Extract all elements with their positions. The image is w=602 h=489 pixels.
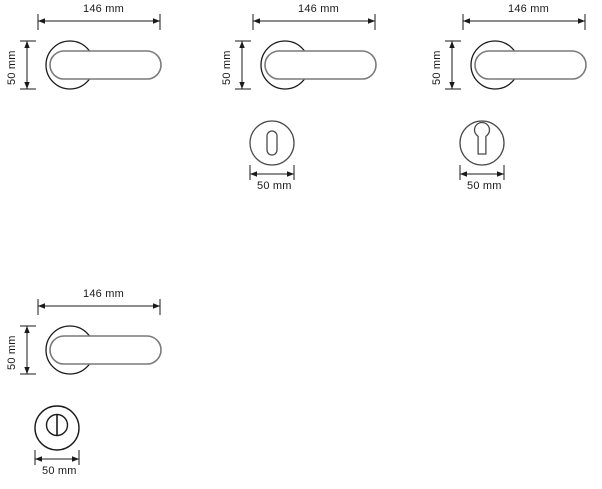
dim-arrow-left-3 [463,18,470,24]
dim-arrow-top-1 [24,41,30,48]
dimension-label-height-2: 50 mm [221,50,233,85]
dimension-label-height-4: 50 mm [6,335,18,370]
handle-group-1: 146 mm 50 mm [0,0,200,110]
dim-arrow-right-4 [153,303,160,309]
dimension-label-height-3: 50 mm [431,50,443,85]
dim-arrow-top-2 [239,41,245,48]
handle-group-4: 146 mm 50 mm 50 mm [0,285,200,489]
dimension-label-escutcheon-3: 50 mm [467,180,502,192]
dim-arrow-right-1 [153,18,160,24]
handle-drawing-1 [20,14,162,90]
lever-shape-3 [474,50,587,80]
dim-arrow-bottom-4 [24,367,30,374]
dim-arrow-right-3 [578,18,585,24]
dimension-label-escutcheon-4: 50 mm [42,465,77,477]
dim-arrow-esc-left-2 [250,171,257,177]
dim-arrow-top-4 [24,326,30,333]
dim-arrow-esc-right-2 [287,171,294,177]
dimension-label-length-4: 146 mm [83,288,124,300]
dimension-label-escutcheon-2: 50 mm [257,180,292,192]
dimension-label-length-1: 146 mm [83,3,124,15]
dim-arrow-left-2 [253,18,260,24]
handle-drawing-2 [235,14,377,180]
handle-drawing-3 [445,14,587,180]
dim-arrow-right-2 [368,18,375,24]
keyhole-slot-icon-2 [266,130,278,156]
handle-group-3: 146 mm 50 mm 50 mm [390,0,602,200]
euro-cylinder-keyhole-icon-3 [473,121,491,155]
dim-arrow-esc-right-4 [72,456,79,462]
dimension-label-height-1: 50 mm [6,50,18,85]
lever-shape-2 [264,50,377,80]
dim-arrow-esc-left-4 [35,456,42,462]
lever-shape-4 [49,335,162,365]
dimension-label-length-2: 146 mm [298,3,339,15]
handle-drawing-4 [20,299,162,465]
dim-arrow-top-3 [449,41,455,48]
dim-arrow-left-4 [38,303,45,309]
dim-arrow-left-1 [38,18,45,24]
lever-shape-1 [49,50,162,80]
dim-arrow-bottom-3 [449,82,455,89]
dim-arrow-bottom-1 [24,82,30,89]
handle-group-2: 146 mm 50 mm 50 mm [215,0,405,200]
dimension-label-length-3: 146 mm [508,3,549,15]
dim-arrow-esc-right-3 [497,171,504,177]
dim-arrow-bottom-2 [239,82,245,89]
dim-arrow-esc-left-3 [460,171,467,177]
